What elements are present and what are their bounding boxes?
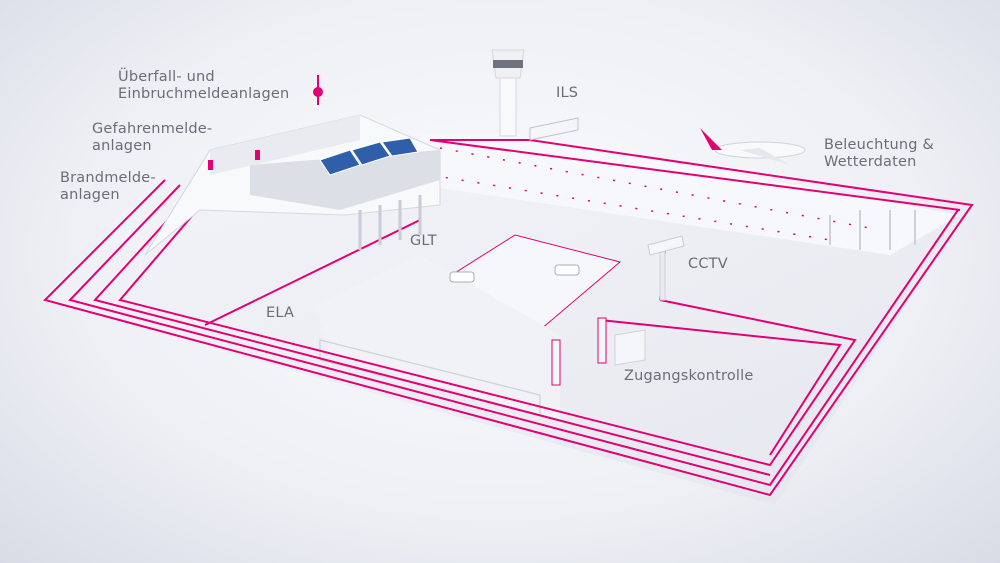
label-ela: ELA [266, 305, 295, 321]
airplane [700, 128, 806, 165]
access-gate [551, 317, 646, 386]
terminal-building [144, 75, 441, 256]
access-road [315, 255, 560, 420]
label-intrusion-alarm: Überfall- und Einbruchmeldeanlagen [118, 69, 290, 102]
label-hazard-alarm: Gefahrenmelde- anlagen [92, 121, 213, 154]
lighting-masts [829, 210, 916, 250]
label-glt: GLT [410, 233, 437, 249]
label-access-control: Zugangskontrolle [624, 368, 754, 384]
runway-lights [429, 147, 881, 241]
cctv-camera [647, 235, 685, 301]
label-fire-alarm: Brandmelde- anlagen [60, 170, 156, 203]
runway [420, 135, 960, 255]
cars [449, 264, 580, 283]
control-tower [491, 49, 579, 141]
label-cctv: CCTV [688, 256, 728, 272]
label-lighting-weather: Beleuchtung & Wetterdaten [824, 137, 934, 170]
label-ils: ILS [556, 85, 579, 101]
